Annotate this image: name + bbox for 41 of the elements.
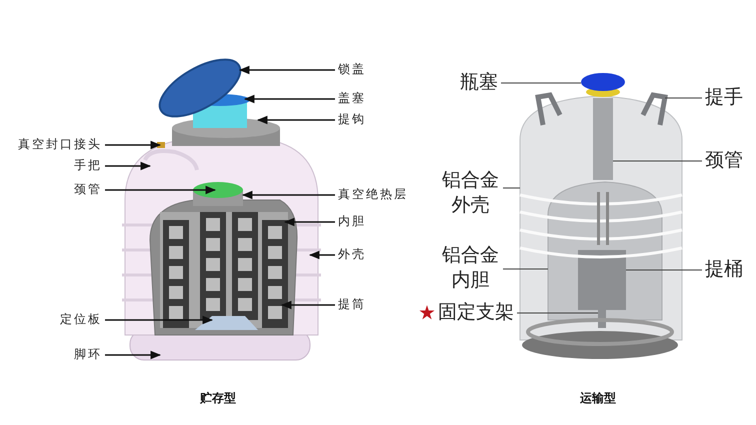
part-label: 真空绝热层 xyxy=(338,188,408,202)
part-label: 盖塞 xyxy=(338,92,366,106)
leader-arrow xyxy=(244,94,335,104)
leader-arrow xyxy=(105,316,214,324)
leader-arrow xyxy=(256,116,335,124)
part-label: 瓶塞 xyxy=(460,72,498,94)
leader-line xyxy=(516,312,598,314)
caption: 运输型 xyxy=(580,390,616,407)
leader-line xyxy=(500,82,582,84)
part-label: 脚环 xyxy=(74,348,102,362)
part-label: 颈管 xyxy=(74,183,102,197)
part-label: 外壳 xyxy=(338,248,366,262)
part-label: 铝合金内胆 xyxy=(441,243,500,293)
leader-arrow xyxy=(284,218,335,226)
part-label: 定位板 xyxy=(60,313,102,327)
part-label: 真空封口接头 xyxy=(18,138,102,152)
leader-arrow xyxy=(105,186,216,194)
part-label: 铝合金外壳 xyxy=(441,168,500,218)
part-label: 锁盖 xyxy=(338,63,366,77)
neck-tube xyxy=(593,98,613,180)
part-label: 提钩 xyxy=(338,113,366,127)
part-label: 固定支架 xyxy=(438,302,514,324)
leader-arrow xyxy=(280,300,335,310)
leader-arrow xyxy=(238,66,335,74)
handle xyxy=(640,92,668,126)
part-label: 颈管 xyxy=(705,150,743,172)
leader-line xyxy=(502,268,548,270)
part-label: 提桶 xyxy=(705,259,743,281)
leader-arrow xyxy=(105,140,162,150)
part-label: 内胆 xyxy=(338,215,366,229)
leader-arrow xyxy=(242,190,335,200)
leader-arrow xyxy=(105,162,152,170)
leader-arrow xyxy=(308,250,335,260)
bottle-stopper xyxy=(581,73,625,91)
part-label: 手把 xyxy=(74,159,102,173)
canister xyxy=(578,250,626,310)
part-label: 提手 xyxy=(705,87,743,109)
caption: 贮存型 xyxy=(200,390,236,407)
leader-arrow xyxy=(105,350,162,360)
leader-line xyxy=(612,160,702,162)
part-label: 提筒 xyxy=(338,298,366,312)
